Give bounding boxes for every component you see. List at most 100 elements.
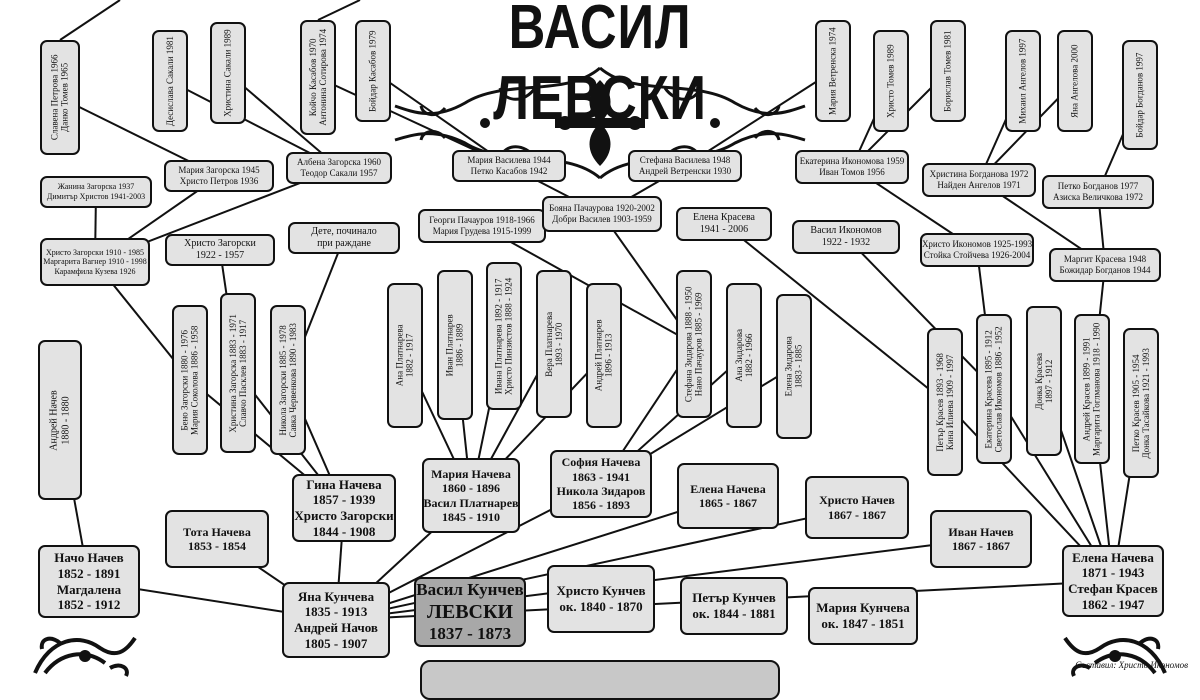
person-text-line: Петко Богданов 1977 [1057,181,1139,192]
person-text-line: 1896 - 1913 [604,333,615,378]
person-text-line: Андрей Начев [48,389,60,451]
person-text-line: Христо Загорски [294,508,394,523]
person-text-line: Мария Соколова 1886 - 1958 [190,325,200,435]
person-text-line: при раждане [317,238,371,249]
person-text-line: Найден Ангелов 1971 [937,180,1021,190]
connector-edge-koycho [317,0,361,21]
person-text-line: Васил Платнарев [423,495,519,510]
person-text-line: Карамфила Кузева 1926 [54,266,136,276]
person-box-mihail: Михаил Ангелов 1997 [1005,30,1041,132]
person-text-line: 1865 - 1867 [699,496,757,510]
rotated-label: Христина Сакали 1989 [223,29,233,117]
person-text-line: Маргарита Вагнер 1910 - 1998 [43,257,147,267]
person-text-line: Петър Красев 1893 - 1968 [934,352,945,452]
person-box-hristo-t: Христо Томев 1989 [873,30,909,132]
person-text-line: 1805 - 1907 [304,635,368,651]
person-text-line: ок. 1840 - 1870 [559,599,643,614]
person-text-line: 1893 - 1970 [554,322,565,366]
person-text-line: Христина Загорска 1883 - 1971 [227,313,238,433]
person-text-line: Андрей Красев 1899 - 1991 [1081,336,1092,442]
person-text-line: Петко Красев 1905 - 1954 [1130,354,1141,452]
person-text-line: Албена Загорска 1960 [297,157,381,168]
person-text-line: Елена Начева [690,481,766,496]
person-text-line: ок. 1847 - 1851 [821,616,905,631]
person-text-line: 1844 - 1908 [312,523,376,539]
person-text-line: ЛЕВСКИ [426,601,514,623]
person-text-line: Стефана Василева 1948 [639,155,731,166]
person-text-line: Мария Грудева 1915-1999 [432,226,532,236]
rotated-label: Мария Ветренска 1974 [828,27,838,115]
person-text-line: Десислава Сакали 1981 [164,36,175,126]
connector-edge-slavena [59,0,121,41]
person-text-line: Екатерина Икономова 1959 [799,156,905,167]
person-text-line: 1835 - 1913 [304,604,368,620]
person-text-line: Мария Загорска 1945 [178,165,260,176]
person-text-line: Елена Начева [1072,549,1154,565]
person-text-line: Азиска Величкова 1972 [1053,192,1143,202]
person-text-line: Христина Богданова 1972 [929,169,1029,180]
person-text-line: Никола Зидаров [556,484,646,498]
person-text-line: Елена Зидарова [783,336,794,397]
person-text-line: Мария Кунчева [816,600,910,616]
person-text-line: Никола Загорски 1885 - 1978 [277,324,288,436]
person-text-line: Маргит Красева 1948 [1063,254,1147,265]
person-text-line: Ивана Платнарева 1892 - 1917 [493,278,504,394]
person-text-line: Петко Касабов 1942 [470,166,548,176]
person-text-line: Христо Загорски [184,238,256,249]
person-text-line: Антонина Сотирова 1974 [318,29,328,126]
person-text-line: Бояна Пачаурова 1920-2002 [549,203,655,214]
person-text-line: Христо Петров 1936 [179,176,259,186]
person-text-line: Мария Начева [431,466,511,481]
person-text-line: Начо Начев [54,550,124,566]
person-text-line: 1882 - 1966 [744,333,754,378]
person-text-line: Христо Икономов 1925-1993 [921,239,1033,250]
person-text-line: 1886 - 1889 [455,323,465,367]
person-text-line: Петър Кунчев [692,590,776,606]
person-text-line: Нано Пачауров 1885 - 1969 [694,292,704,396]
person-text-line: Христо Пинзистов 1888 - 1924 [504,277,514,395]
person-text-line: Стойка Стойчева 1926-2004 [923,250,1031,260]
person-text-line: Андрей Платнарев [593,319,604,392]
person-text-line: Стефан Красев [1068,581,1158,596]
person-text-line: Елена Красева [693,212,755,223]
person-text-line: Иван Платнарев [444,314,455,376]
person-text-line: 1837 - 1873 [428,624,512,643]
title-ornament [394,66,806,180]
person-text-line: Донка Тасайкова 1921 - 1993 [1141,347,1152,459]
person-text-line: 1922 - 1957 [195,250,245,261]
person-text-line: 1941 - 2006 [699,224,749,235]
person-text-line: Славена Петрова 1966 [49,54,60,141]
